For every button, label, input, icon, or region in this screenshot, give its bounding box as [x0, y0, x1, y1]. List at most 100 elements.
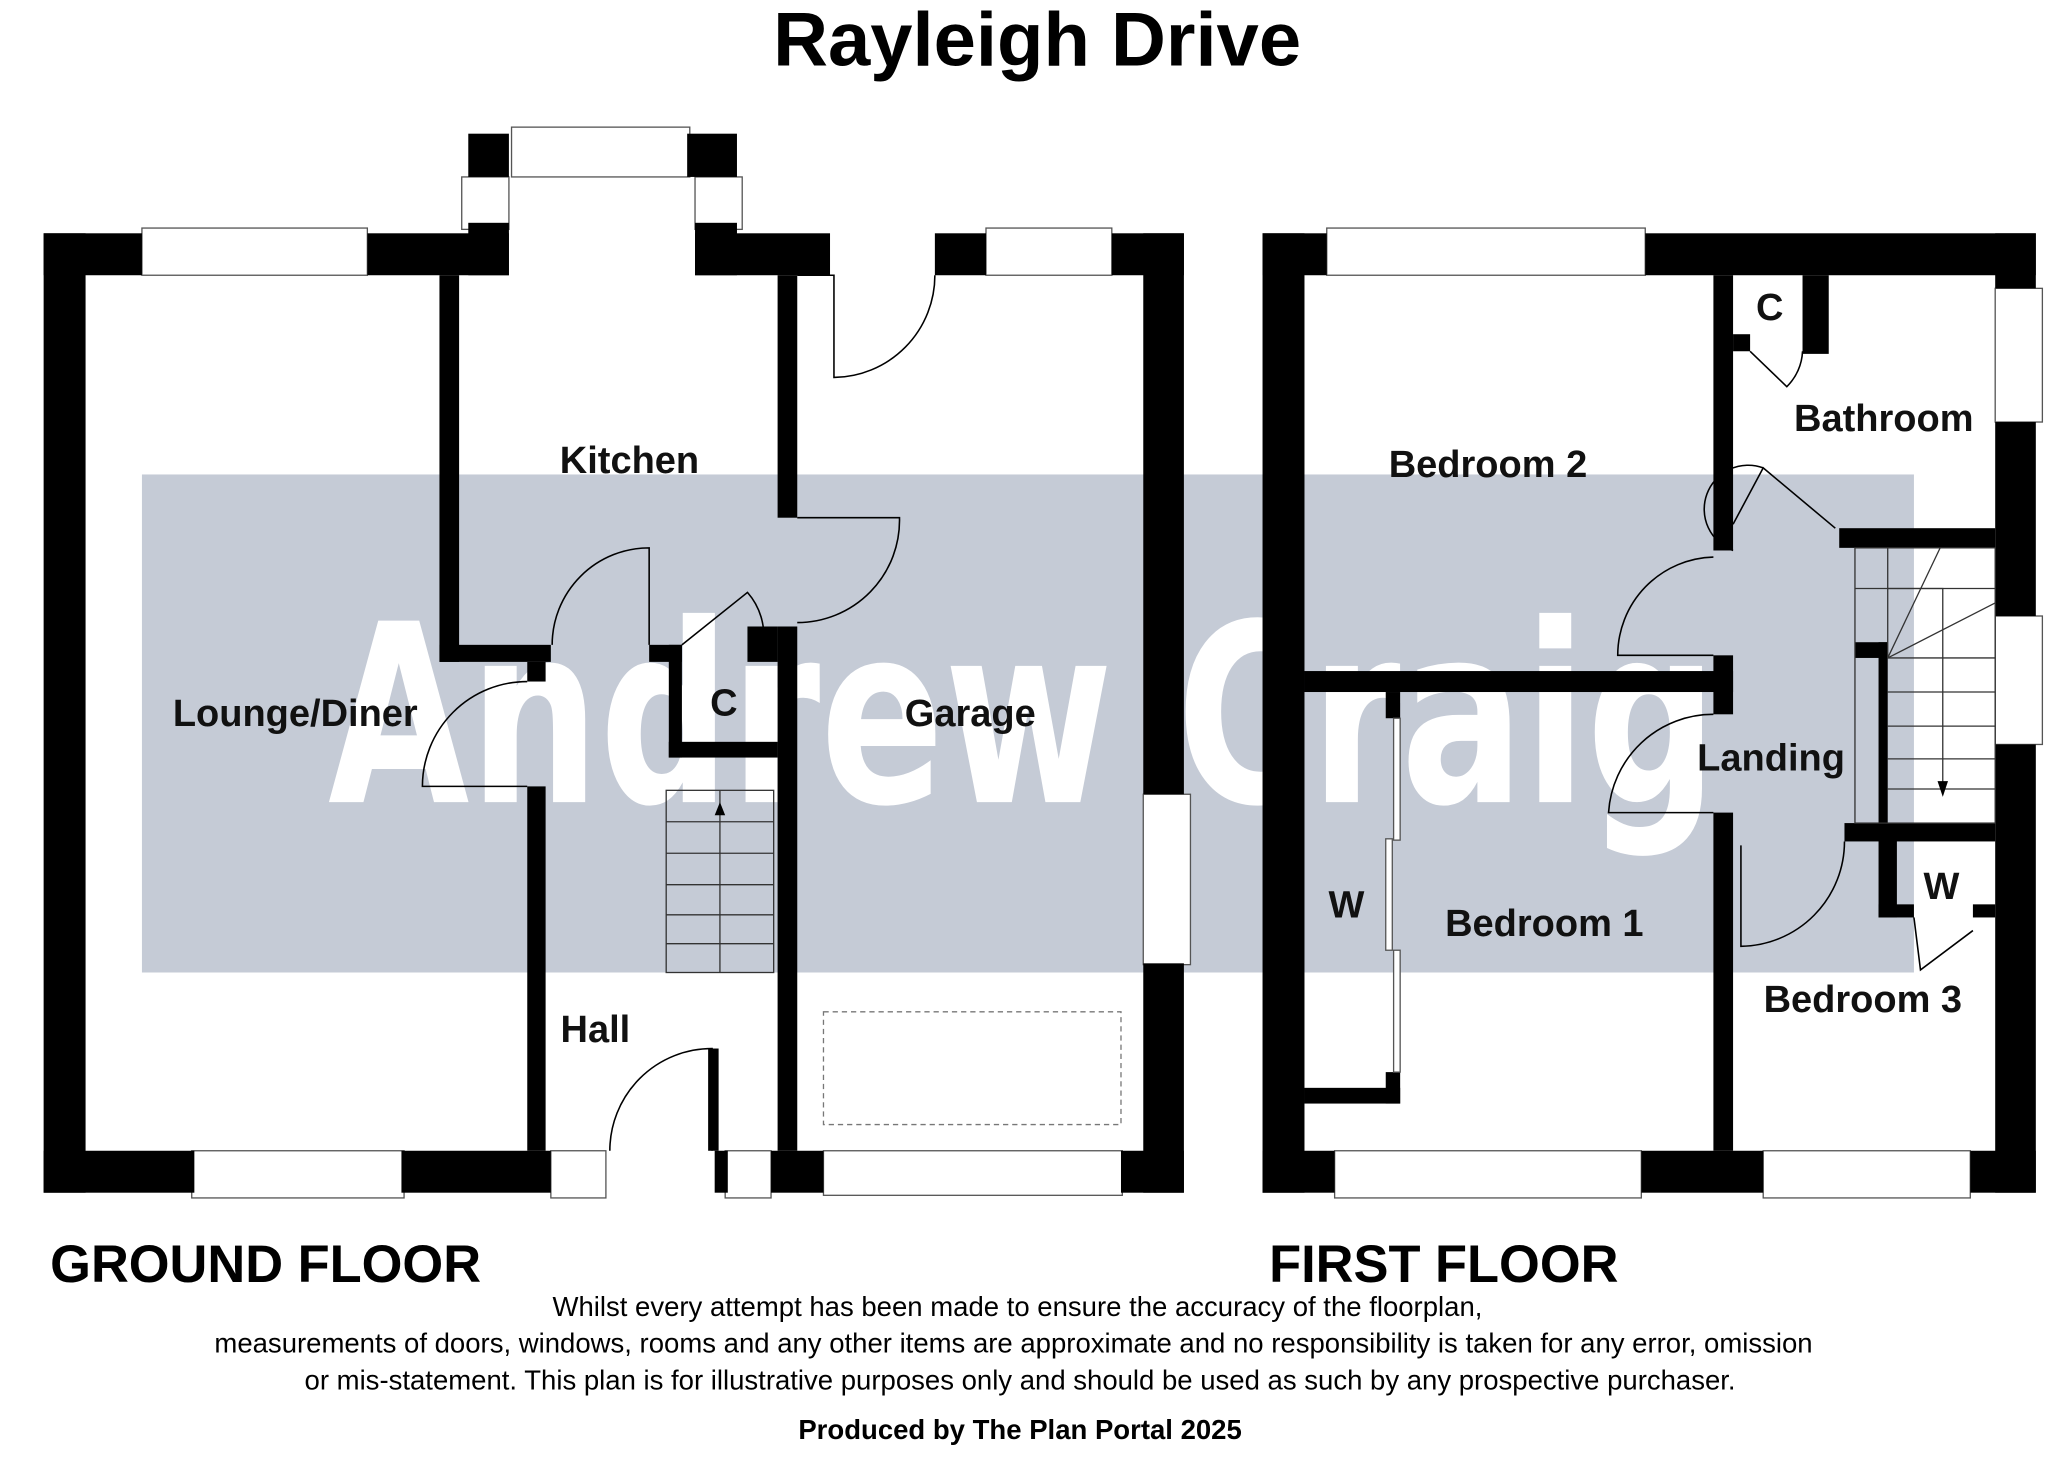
stairs-up-arrow-icon [714, 802, 726, 816]
wall [771, 1150, 824, 1193]
stairs-down-arrow-icon [1937, 781, 1949, 797]
door-swing [797, 516, 901, 624]
room-label-wardrobe: W [1924, 866, 1960, 908]
wall [1713, 275, 1734, 551]
wall [1262, 1150, 1335, 1193]
window [141, 227, 369, 276]
window [1333, 1150, 1642, 1199]
ground-floor-plan: Lounge/Diner Kitchen Garage C Hall [43, 126, 1192, 1199]
door-swing [551, 547, 650, 645]
door-swing [1703, 464, 1764, 552]
wall [43, 1150, 195, 1193]
door-swing [1913, 917, 1974, 972]
door-swing [421, 680, 528, 788]
wall [1878, 642, 1888, 839]
wall [1713, 655, 1734, 715]
wall [668, 644, 682, 758]
door-swing [1749, 350, 1804, 388]
wall [1970, 1150, 2036, 1193]
disclaimer-line: measurements of doors, windows, rooms an… [214, 1328, 1812, 1359]
wall [439, 275, 460, 662]
wall [1802, 275, 1829, 354]
room-label-wardrobe: W [1328, 884, 1364, 926]
window [1994, 615, 2044, 746]
wall [1972, 904, 1996, 918]
door-swing [1607, 713, 1714, 814]
window [694, 176, 743, 231]
wall [1995, 233, 2036, 289]
wall [43, 233, 142, 276]
wall [439, 644, 551, 662]
wall [668, 741, 778, 758]
room-label-landing: Landing [1697, 738, 1845, 780]
wall [43, 233, 86, 1193]
door-swing [1740, 841, 1846, 948]
wall [687, 133, 737, 177]
watermark-text: Andrew Craig [328, 571, 1717, 861]
wall [1304, 1087, 1401, 1104]
room-label-bathroom: Bathroom [1794, 398, 1973, 440]
door-swing [609, 1047, 713, 1151]
wall [708, 1048, 719, 1151]
wall [1641, 1150, 1764, 1193]
room-label-hall: Hall [561, 1009, 631, 1051]
produced-by: Produced by The Plan Portal 2025 [798, 1414, 1241, 1445]
wall [1385, 1072, 1401, 1104]
wall [527, 786, 546, 1151]
wall [468, 133, 509, 177]
wall [401, 1150, 551, 1193]
wall [1995, 422, 2036, 617]
window [550, 1150, 607, 1199]
wall [468, 222, 509, 276]
wall [1262, 233, 1327, 276]
window [1994, 287, 2044, 423]
wall [1733, 334, 1751, 352]
room-label-kitchen: Kitchen [560, 440, 699, 482]
wall [527, 661, 546, 682]
disclaimer-line: or mis-statement. This plan is for illus… [305, 1364, 1736, 1395]
window [191, 1150, 405, 1199]
wall [1995, 744, 2036, 1193]
wall [777, 275, 798, 518]
disclaimer-line: Whilst every attempt has been made to en… [552, 1291, 1482, 1322]
wall [1878, 838, 1897, 918]
page-title: Rayleigh Drive [773, 0, 1301, 83]
window [1392, 949, 1401, 1073]
room-label-cupboard: C [1756, 287, 1783, 329]
door-swing [681, 591, 765, 646]
ground-floor-label: GROUND FLOOR [50, 1236, 481, 1294]
window [724, 1150, 772, 1199]
wall [934, 233, 986, 276]
wall [1839, 528, 1996, 548]
window [822, 1150, 1123, 1196]
room-label-cupboard: C [710, 683, 737, 725]
wall [1262, 233, 1305, 1193]
wall [1713, 812, 1734, 1151]
wall [1878, 904, 1914, 918]
wall [1385, 692, 1401, 719]
wall [714, 1150, 728, 1193]
wall [777, 626, 798, 1151]
room-label-bedroom-2: Bedroom 2 [1389, 444, 1587, 486]
window [1326, 227, 1646, 276]
stair-line [1887, 587, 1944, 787]
room-label-garage: Garage [905, 693, 1036, 735]
wall [1304, 671, 1734, 693]
window [1762, 1150, 1971, 1199]
wall [1844, 823, 1996, 842]
window [1142, 793, 1192, 966]
garage-car-outline [822, 1011, 1122, 1126]
wall [695, 233, 831, 276]
window [461, 176, 510, 231]
wall [1143, 233, 1184, 795]
stair-line [1854, 547, 1996, 824]
first-floor-label: FIRST FLOOR [1269, 1236, 1618, 1294]
window [1392, 717, 1401, 841]
stair-line [1887, 547, 1941, 659]
door-swing [1616, 556, 1714, 657]
wall [1645, 233, 2036, 276]
door-swing [797, 274, 936, 379]
wall [1120, 1150, 1184, 1193]
window [510, 126, 691, 178]
